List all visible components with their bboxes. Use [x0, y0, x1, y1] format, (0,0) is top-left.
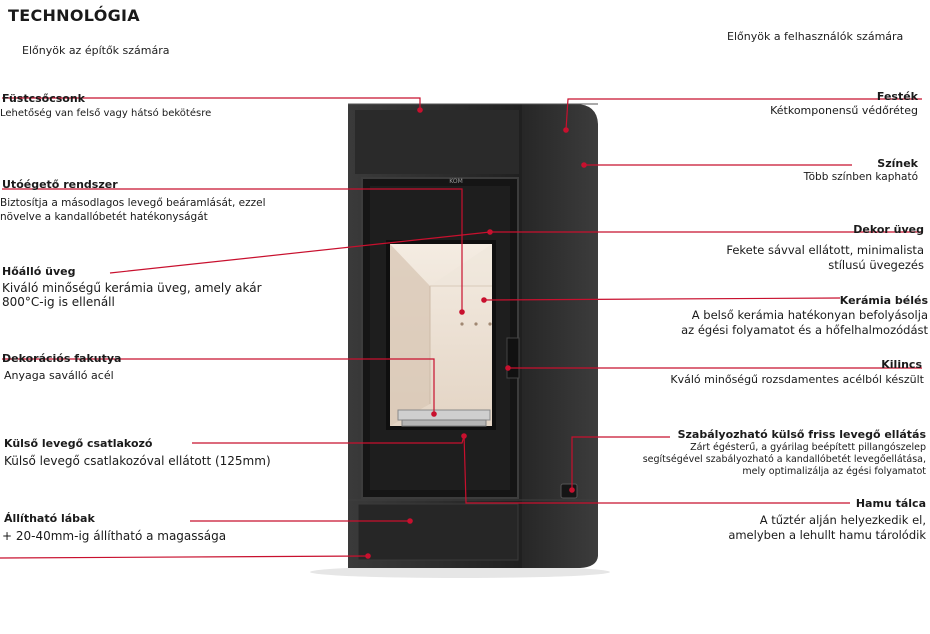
feature-text-paint: Kétkomponensű védőréteg: [770, 104, 918, 117]
stove-side-panel: [520, 104, 598, 568]
page-title: TECHNOLÓGIA: [8, 6, 140, 25]
feature-text-adjustable-feet: + 20-40mm-ig állítható a magassága: [2, 529, 227, 543]
log-holder: [397, 409, 491, 421]
feature-title-paint: Festék: [876, 90, 918, 103]
feature-title-ceramic-lining: Kerámia bélés: [839, 294, 928, 307]
feature-text-air-supply-2: segítségével szabályozható a kandallóbet…: [642, 454, 926, 465]
feature-title-colors: Színek: [877, 157, 918, 170]
users-caption: Előnyök a felhasználók számára: [727, 30, 904, 43]
feature-text-ceramic-lining-2: az égési folyamatot és a hőfelhalmozódás…: [681, 323, 928, 337]
feature-text-ash-tray-1: A tűztér alján helyezkedik el,: [759, 513, 926, 527]
feature-text-air-supply-1: Zárt égésterű, a gyárilag beépített pill…: [690, 442, 926, 453]
feature-text-handle: Kváló minőségű rozsdamentes acélból kész…: [670, 373, 924, 386]
door-handle: [506, 337, 520, 379]
feature-title-adjustable-feet: Állítható lábak: [4, 512, 95, 525]
feature-title-air-connector: Külső levegő csatlakozó: [4, 437, 153, 450]
feature-text-afterburn-2: növelve a kandallóbetét hatékonyságát: [0, 211, 208, 223]
feature-text-flue-outlet: Lehetőség van felső vagy hátsó bekötésre: [0, 108, 212, 119]
feature-title-air-supply: Szabályozható külső friss levegő ellátás: [677, 428, 926, 441]
stove-logo: KOM: [449, 178, 463, 185]
feature-text-decor-glass-1: Fekete sávval ellátott, minimalista: [726, 243, 924, 257]
feature-text-ceramic-lining-1: A belső kerámia hatékonyan befolyásolja: [691, 308, 928, 322]
feature-title-decor-glass: Dekor üveg: [853, 223, 924, 236]
feature-title-heat-glass: Hőálló üveg: [2, 265, 76, 278]
feature-title-handle: Kilincs: [881, 358, 922, 371]
feature-title-flue-outlet: Füstcsőcsonk: [2, 92, 85, 105]
builders-caption: Előnyök az építők számára: [22, 44, 170, 57]
feature-text-colors: Több színben kapható: [803, 171, 918, 183]
feature-text-heat-glass-2: 800°C-ig is ellenáll: [2, 295, 115, 309]
top-panel: [355, 110, 519, 174]
floor-shadow: [310, 566, 610, 578]
ash-drawer: [357, 503, 519, 561]
feature-text-air-connector: Külső levegő csatlakozóval ellátott (125…: [4, 454, 271, 468]
feature-title-ash-tray: Hamu tálca: [855, 497, 926, 510]
feature-text-decor-glass-2: stílusú üvegezés: [828, 258, 924, 272]
feature-text-afterburn-1: Biztosítja a másodlagos levegő beáramlás…: [0, 197, 266, 209]
feature-text-air-supply-3: mely optimalizálja az égési folyamatot: [742, 466, 926, 477]
feature-text-heat-glass-1: Kiváló minőségű kerámia üveg, amely akár: [2, 281, 262, 295]
feature-title-log-holder: Dekorációs fakutya: [2, 352, 122, 365]
feature-title-afterburn: Utóégető rendszer: [2, 178, 118, 191]
feature-text-log-holder: Anyaga saválló acél: [4, 369, 114, 382]
feature-text-ash-tray-2: amelyben a lehullt hamu tárolódik: [728, 528, 926, 542]
